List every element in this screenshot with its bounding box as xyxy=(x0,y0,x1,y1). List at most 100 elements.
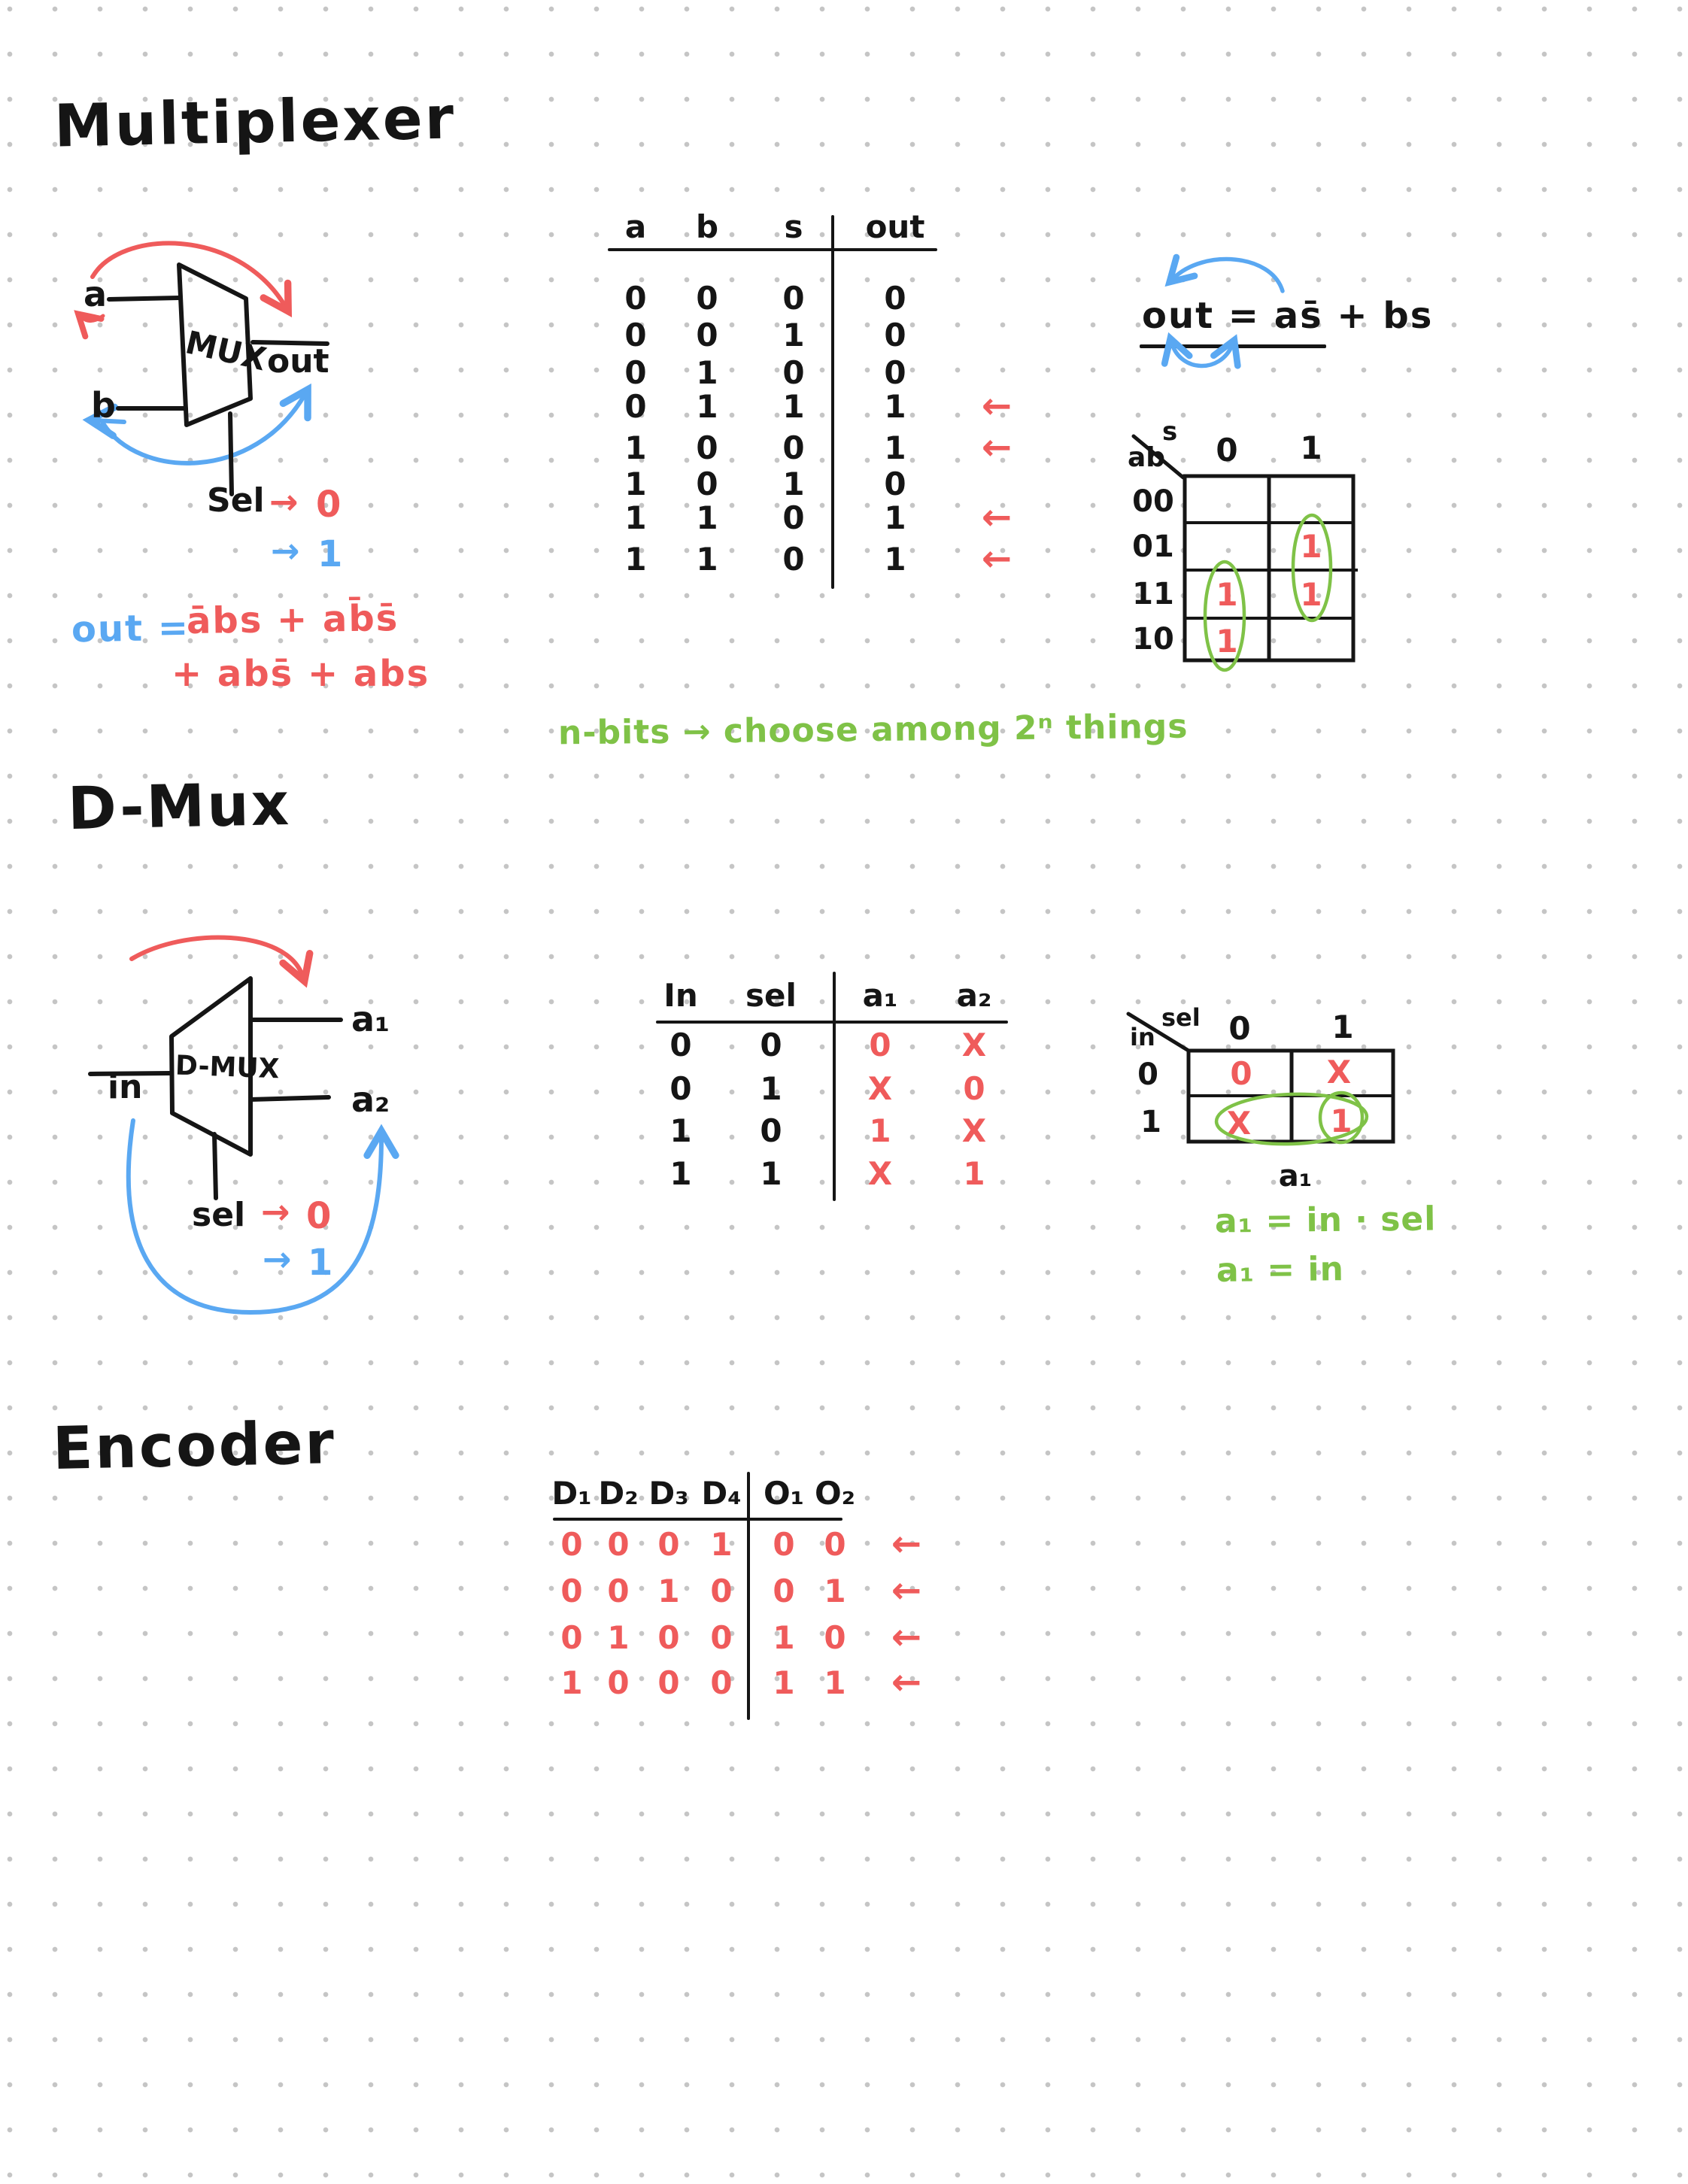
table-cell: 0 xyxy=(824,1618,846,1656)
kmap-group-circle xyxy=(1318,1090,1365,1145)
red-route-arc-a-to-out xyxy=(90,241,293,317)
table-cell: 1 xyxy=(696,540,718,578)
dmux-diagram: in D-MUX a₁ a₂ sel → 0 → 1 xyxy=(88,935,399,1315)
kmap-corner-diagonal xyxy=(1131,434,1186,480)
mux-diagram: a b MUX out Sel → 0 → 1 xyxy=(74,241,342,575)
kmap-cell: X xyxy=(1327,1054,1351,1090)
encoder-table-header-row: D₁ D₂ D₃ D₄ O₁ O₂ xyxy=(549,1474,858,1512)
blue-underline-b xyxy=(82,403,126,439)
table-row: 0 0 0 1 0 0 ← xyxy=(549,1523,955,1565)
kmap-cell: 1 xyxy=(1216,623,1237,660)
kmap-cell: 1 xyxy=(1300,528,1322,565)
dmux-sel1-value: 1 xyxy=(308,1242,332,1284)
table-cell: 0 xyxy=(824,1525,846,1563)
table-header-rule xyxy=(656,1021,1008,1024)
dmux-box-label: D-MUX xyxy=(175,1051,280,1085)
table-cell: 0 xyxy=(624,353,647,391)
row-marker-arrow: ← xyxy=(981,538,1012,580)
table-cell: 1 xyxy=(624,429,647,466)
table-row: 1 0 1 X xyxy=(647,1112,1016,1149)
table-cell: 0 xyxy=(773,1525,795,1563)
kmap-cell: 1 xyxy=(1216,576,1237,613)
kmap-group-oval xyxy=(1203,560,1246,672)
table-cell: 1 xyxy=(782,465,805,502)
col-header: b xyxy=(695,208,719,245)
table-cell: 1 xyxy=(782,316,805,353)
table-cell: 0 xyxy=(710,1572,733,1609)
kmap-cell: 0 xyxy=(1230,1055,1252,1092)
table-row: 1 1 X 1 xyxy=(647,1154,1016,1192)
dmux-table-header-row: In sel a₁ a₂ xyxy=(647,976,1016,1014)
table-cell: 1 xyxy=(963,1154,985,1192)
table-divider-rule xyxy=(833,972,836,1201)
table-row: 0 0 1 0 0 1 ← xyxy=(549,1570,955,1612)
kmap-row-header: 0 xyxy=(1137,1057,1158,1092)
red-underline-a xyxy=(74,310,105,340)
table-row: 0 0 1 0 xyxy=(606,316,952,353)
table-cell: 1 xyxy=(884,499,906,536)
mux-truth-table: a b s out 0 0 0 0 0 0 1 0 0 1 0 0 0 1 1 xyxy=(602,208,1046,606)
table-row: 0 1 0 0 xyxy=(606,353,952,391)
kmap-corner-col-label: sel xyxy=(1161,1003,1201,1032)
table-row: 0 1 X 0 xyxy=(647,1069,1016,1107)
kmap-corner-row-label: ab xyxy=(1128,442,1165,473)
table-cell: 1 xyxy=(657,1572,680,1609)
mux-input-b-label: b xyxy=(91,385,116,426)
blue-arc-top xyxy=(1164,253,1285,293)
col-header: In xyxy=(663,976,698,1014)
red-route-arc-in-to-a1 xyxy=(129,935,314,988)
col-header: D₁ xyxy=(551,1474,592,1512)
table-cell: 1 xyxy=(696,387,718,425)
mux-kmap: ab s 0 1 00 01 11 10 1 1 1 1 xyxy=(1128,417,1358,672)
table-cell: 1 xyxy=(607,1618,630,1656)
encoder-truth-table: D₁ D₂ D₃ D₄ O₁ O₂ 0 0 0 1 0 0 ← 0 0 1 0 … xyxy=(549,1463,955,1726)
kmap-row-header: 00 xyxy=(1132,484,1174,519)
table-cell: X xyxy=(867,1069,893,1107)
table-cell: 0 xyxy=(696,429,718,466)
table-cell: 0 xyxy=(560,1525,583,1563)
table-cell: 1 xyxy=(710,1525,733,1563)
table-cell: 0 xyxy=(560,1618,583,1656)
wire-output xyxy=(250,340,329,346)
table-cell: 1 xyxy=(560,1664,583,1701)
mux-sel0-value: 0 xyxy=(316,484,341,526)
wire-sel xyxy=(228,411,234,496)
table-row: 0 1 0 0 1 0 ← xyxy=(549,1616,955,1658)
table-cell: 1 xyxy=(884,540,906,578)
kmap-row-header: 11 xyxy=(1132,577,1174,611)
table-cell: 0 xyxy=(624,316,647,353)
table-cell: 0 xyxy=(560,1572,583,1609)
table-cell: 0 xyxy=(696,316,718,353)
table-cell: 0 xyxy=(657,1664,680,1701)
table-cell: 0 xyxy=(696,465,718,502)
row-marker-arrow: ← xyxy=(981,426,1012,469)
section-title-dmux: D-Mux xyxy=(67,770,292,844)
table-row: 1 0 1 0 xyxy=(606,465,952,502)
mux-table-header-row: a b s out xyxy=(606,208,952,245)
mux-output-label: out xyxy=(267,342,329,381)
table-header-rule xyxy=(608,248,937,251)
table-cell: 0 xyxy=(884,316,906,353)
table-cell: 1 xyxy=(869,1112,891,1149)
table-cell: 0 xyxy=(657,1618,680,1656)
table-cell: 0 xyxy=(710,1618,733,1656)
mux-box-label: MUX xyxy=(182,323,270,378)
table-cell: 1 xyxy=(760,1154,782,1192)
dmux-sel1-arrow: → xyxy=(263,1239,292,1279)
table-cell: 1 xyxy=(669,1112,692,1149)
kmap-col-header: 1 xyxy=(1300,429,1322,466)
dmux-sel-label: sel xyxy=(192,1196,245,1234)
table-cell: 0 xyxy=(760,1112,782,1149)
table-cell: 0 xyxy=(782,499,805,536)
kmap-row-header: 1 xyxy=(1140,1105,1161,1139)
kmap-row-header: 01 xyxy=(1132,529,1174,564)
dmux-out2-label: a₂ xyxy=(351,1079,390,1120)
table-cell: 0 xyxy=(782,279,805,317)
table-row: 1 1 0 1 ← xyxy=(606,538,1042,580)
blue-route-arc-b-to-out xyxy=(101,383,311,466)
mux-sel1-value: 1 xyxy=(317,533,342,575)
table-cell: 1 xyxy=(884,429,906,466)
dmux-equation-1: a₁ = in ∙ sel xyxy=(1214,1200,1437,1241)
col-header: O₂ xyxy=(814,1474,856,1512)
